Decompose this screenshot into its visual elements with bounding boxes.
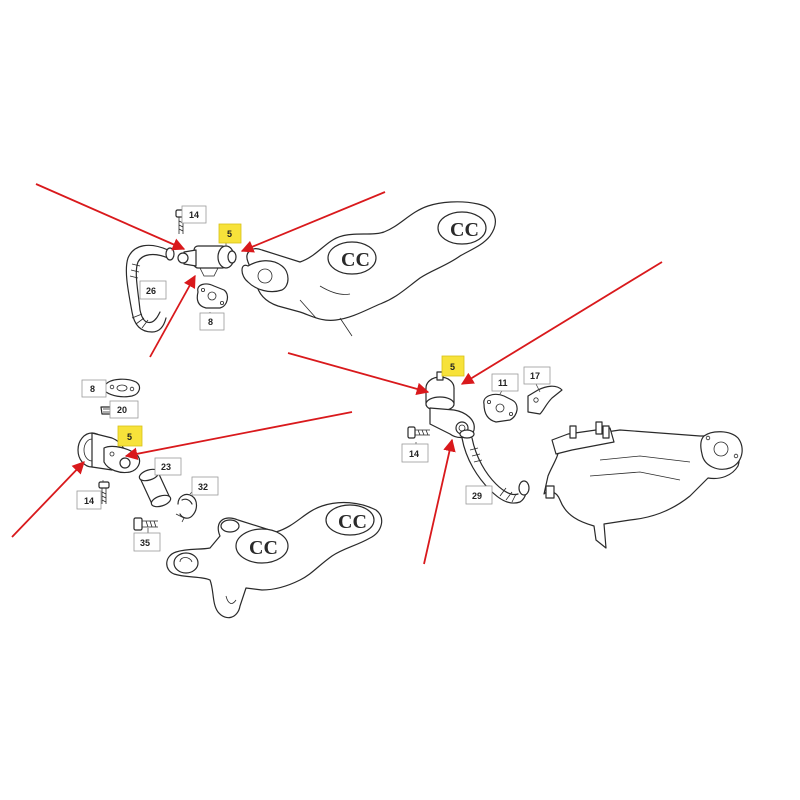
left-gasket-8 xyxy=(103,378,141,398)
callout-label: 14 xyxy=(409,449,419,459)
callout-top-26: 26 xyxy=(139,280,167,300)
left-bolt-14 xyxy=(98,481,110,504)
callout-label: 32 xyxy=(198,482,208,492)
callout-label: 8 xyxy=(208,317,213,327)
right-assembly: 5 11 17 14 29 xyxy=(287,261,743,565)
callout-left-20: 20 xyxy=(109,400,139,419)
svg-text:CC: CC xyxy=(338,511,367,533)
callout-top-14: 14 xyxy=(181,205,207,224)
right-engine-block xyxy=(543,421,743,549)
left-pipe-23 xyxy=(138,468,172,508)
callout-label: 23 xyxy=(161,462,171,472)
left-clamp-32 xyxy=(175,493,198,523)
callout-left-35: 35 xyxy=(133,532,161,552)
callout-label: 5 xyxy=(227,229,232,239)
callout-right-29: 29 xyxy=(465,485,493,505)
callout-label: 5 xyxy=(450,362,455,372)
top-exhaust-manifold: CC CC xyxy=(241,201,496,337)
callout-right-17: 17 xyxy=(523,366,551,385)
left-assembly: CC CC 8 20 5 23 xyxy=(11,378,383,619)
callout-label: 8 xyxy=(90,384,95,394)
top-gasket-8 xyxy=(196,283,229,309)
left-bolt-35 xyxy=(133,517,158,531)
callout-right-11: 11 xyxy=(491,373,519,392)
callout-label: 17 xyxy=(530,371,540,381)
svg-text:CC: CC xyxy=(341,249,370,271)
right-gasket-11 xyxy=(483,393,518,423)
right-bracket-17 xyxy=(527,385,563,415)
callout-left-5: 5 xyxy=(117,425,143,447)
svg-text:CC: CC xyxy=(249,537,278,559)
callout-label: 26 xyxy=(146,286,156,296)
callout-left-8: 8 xyxy=(81,379,107,398)
right-pipe-29 xyxy=(459,429,530,504)
callout-right-14: 14 xyxy=(401,443,429,463)
top-pipe-26 xyxy=(125,244,175,333)
callout-left-32: 32 xyxy=(191,476,219,496)
callout-top-8: 8 xyxy=(199,312,225,331)
right-bolt-14 xyxy=(407,426,430,439)
svg-text:CC: CC xyxy=(450,219,479,241)
callout-label: 29 xyxy=(472,491,482,501)
callout-top-5: 5 xyxy=(218,223,242,244)
top-egr-valve xyxy=(177,245,237,277)
left-exhaust-manifold: CC CC xyxy=(166,501,383,619)
callout-label: 11 xyxy=(498,378,508,388)
callout-label: 14 xyxy=(84,496,94,506)
callout-left-23: 23 xyxy=(154,457,182,476)
callout-label: 35 xyxy=(140,538,150,548)
callout-label: 20 xyxy=(117,405,127,415)
callout-label: 5 xyxy=(127,432,132,442)
callout-right-5: 5 xyxy=(441,355,465,377)
callout-left-14: 14 xyxy=(76,490,102,510)
callout-label: 14 xyxy=(189,210,199,220)
top-assembly: CC CC xyxy=(35,183,496,358)
